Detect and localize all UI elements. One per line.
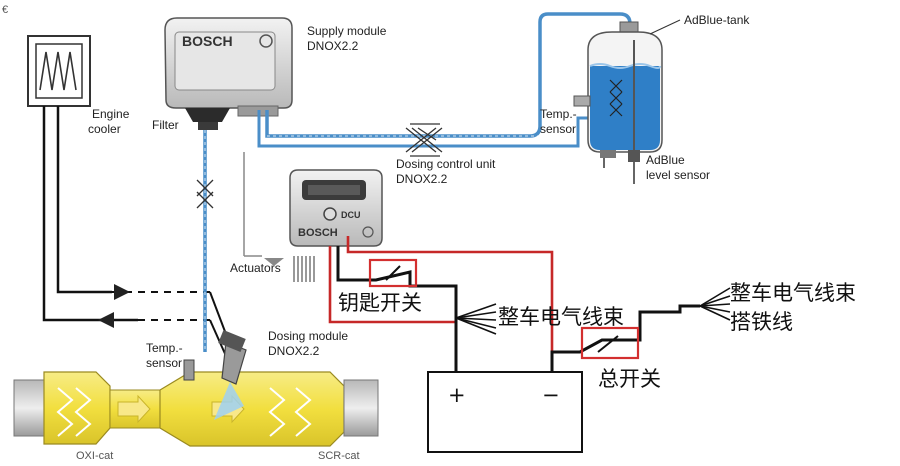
actuators-arrow-icon [264,258,284,266]
battery [427,371,583,453]
adblue-tank [587,21,663,184]
filter-label: Filter [152,118,179,132]
engine-cooler-label-1: Engine [92,107,130,121]
ground-wire-label: 搭铁线 [730,310,793,334]
bosch-logo-icon [259,34,273,48]
harness-right-fan [699,287,731,321]
dcu-model: DNOX2.2 [396,172,448,186]
supply-module-model: DNOX2.2 [307,39,359,53]
vertical-heater-coil [196,179,214,209]
battery-plus-terminal: + [448,383,466,407]
key-switch-label: 钥匙开关 [338,291,422,315]
level-sensor-label-2: level sensor [646,168,710,182]
harness-right-label: 整车电气线束 [730,281,856,305]
battery-minus-terminal: − [542,383,560,407]
engine-cooler-label-2: cooler [88,122,121,136]
spray-cone [214,382,244,420]
supply-module-name: Supply module [307,24,387,38]
dcu-red-wire-to-minus [346,236,554,372]
dosing-control-unit: DCU BOSCH [289,169,383,247]
supply-module-brand: BOSCH [182,33,233,49]
exhaust-temp-sensor [183,359,195,381]
corner-mark: € [2,4,8,16]
tank-temp-sensor-probe [573,95,591,107]
dcu-brand: BOSCH [298,227,338,239]
level-sensor-label-1: AdBlue [646,153,685,167]
exhaust-temp-sensor-label-2: sensor [146,356,182,370]
adblue-tank-label: AdBlue-tank [684,13,750,27]
dcu-badge: DCU [341,210,361,220]
master-switch-black-wire [550,304,700,372]
dcu-indicator-icon [323,207,337,221]
dosing-module-model: DNOX2.2 [268,344,320,358]
dcu-bosch-logo-icon [362,226,374,238]
exhaust-line [13,371,379,447]
harness-center-fan [455,303,497,335]
dosing-module-name: Dosing module [268,329,348,343]
actuators-connectors [293,256,315,282]
cooler-link-lower [209,319,227,357]
key-switch-black-wire [336,246,458,372]
tank-temp-sensor-label-2: sensor [540,122,576,136]
tank-temp-sensor-label-1: Temp.- [540,107,577,121]
engine-cooler [27,35,91,107]
master-switch [580,326,640,360]
hose-heater-coil [405,123,443,157]
actuators-label: Actuators [230,261,281,275]
adblue-feed-hose [265,12,632,138]
master-switch-label: 总开关 [598,367,661,391]
cooler-line-supply [56,106,112,294]
harness-center-label: 整车电气线束 [498,305,624,329]
oxi-cat-label: OXI-cat [76,450,113,462]
adblue-return-hose [257,110,600,148]
dosing-module [214,330,247,420]
key-switch [368,258,418,288]
scr-cat-label: SCR-cat [318,450,360,462]
supply-module: BOSCH [164,17,293,130]
dcu-name: Dosing control unit [396,157,496,171]
exhaust-temp-sensor-label-1: Temp.- [146,341,183,355]
